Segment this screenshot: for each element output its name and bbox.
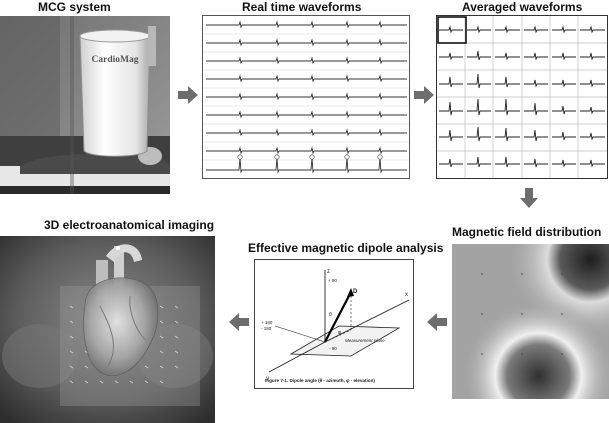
cardiomag-logo: CardioMag xyxy=(92,55,139,65)
left-arrow-icon xyxy=(427,313,447,331)
real-time-waveforms-panel xyxy=(202,15,410,179)
figure-caption: Figure 7-1. Dipole angle (θ - azimuth, φ… xyxy=(265,378,375,383)
3d-imaging-render xyxy=(0,236,215,423)
title-real-time-waveforms: Real time waveforms xyxy=(242,0,362,14)
theta-label: θ xyxy=(329,312,332,318)
title-averaged-waveforms: Averaged waveforms xyxy=(462,0,583,14)
axis-y-label: y xyxy=(266,376,269,382)
dipole-analysis-figure: z x y D θ φ + 90 - 90 + 180 - 180 Measur… xyxy=(254,259,414,389)
dipole-d-label: D xyxy=(353,289,358,295)
mcg-system-photo: CardioMag xyxy=(0,16,170,194)
measurement-plane-label: Measurement plane xyxy=(345,338,385,343)
axis-x-label: x xyxy=(405,292,408,298)
plus-90-label: + 90 xyxy=(328,278,337,283)
left-arrow-icon xyxy=(229,313,249,331)
title-dipole-analysis: Effective magnetic dipole analysis xyxy=(248,241,444,255)
down-arrow-icon xyxy=(520,188,538,208)
magnetic-field-map xyxy=(452,244,609,399)
phi-label: φ xyxy=(338,330,342,336)
averaged-traces xyxy=(439,25,605,168)
averaged-waveforms-panel xyxy=(436,15,608,179)
title-mcg-system: MCG system xyxy=(38,0,111,14)
minus-180-label: - 180 xyxy=(261,326,272,331)
right-arrow-icon xyxy=(178,86,198,104)
waveform-traces xyxy=(206,20,407,174)
minus-90-label: - 90 xyxy=(329,346,337,351)
selected-channel-box xyxy=(437,16,467,44)
title-3d-imaging: 3D electroanatomical imaging xyxy=(44,218,215,232)
dipole-vector xyxy=(324,291,352,343)
plus-180-label: + 180 xyxy=(261,320,273,325)
right-arrow-icon xyxy=(414,86,434,104)
title-magnetic-field-distribution: Magnetic field distribution xyxy=(452,225,602,239)
axis-z-label: z xyxy=(327,269,330,275)
measurement-plane xyxy=(289,325,401,357)
heart-model xyxy=(83,277,159,377)
